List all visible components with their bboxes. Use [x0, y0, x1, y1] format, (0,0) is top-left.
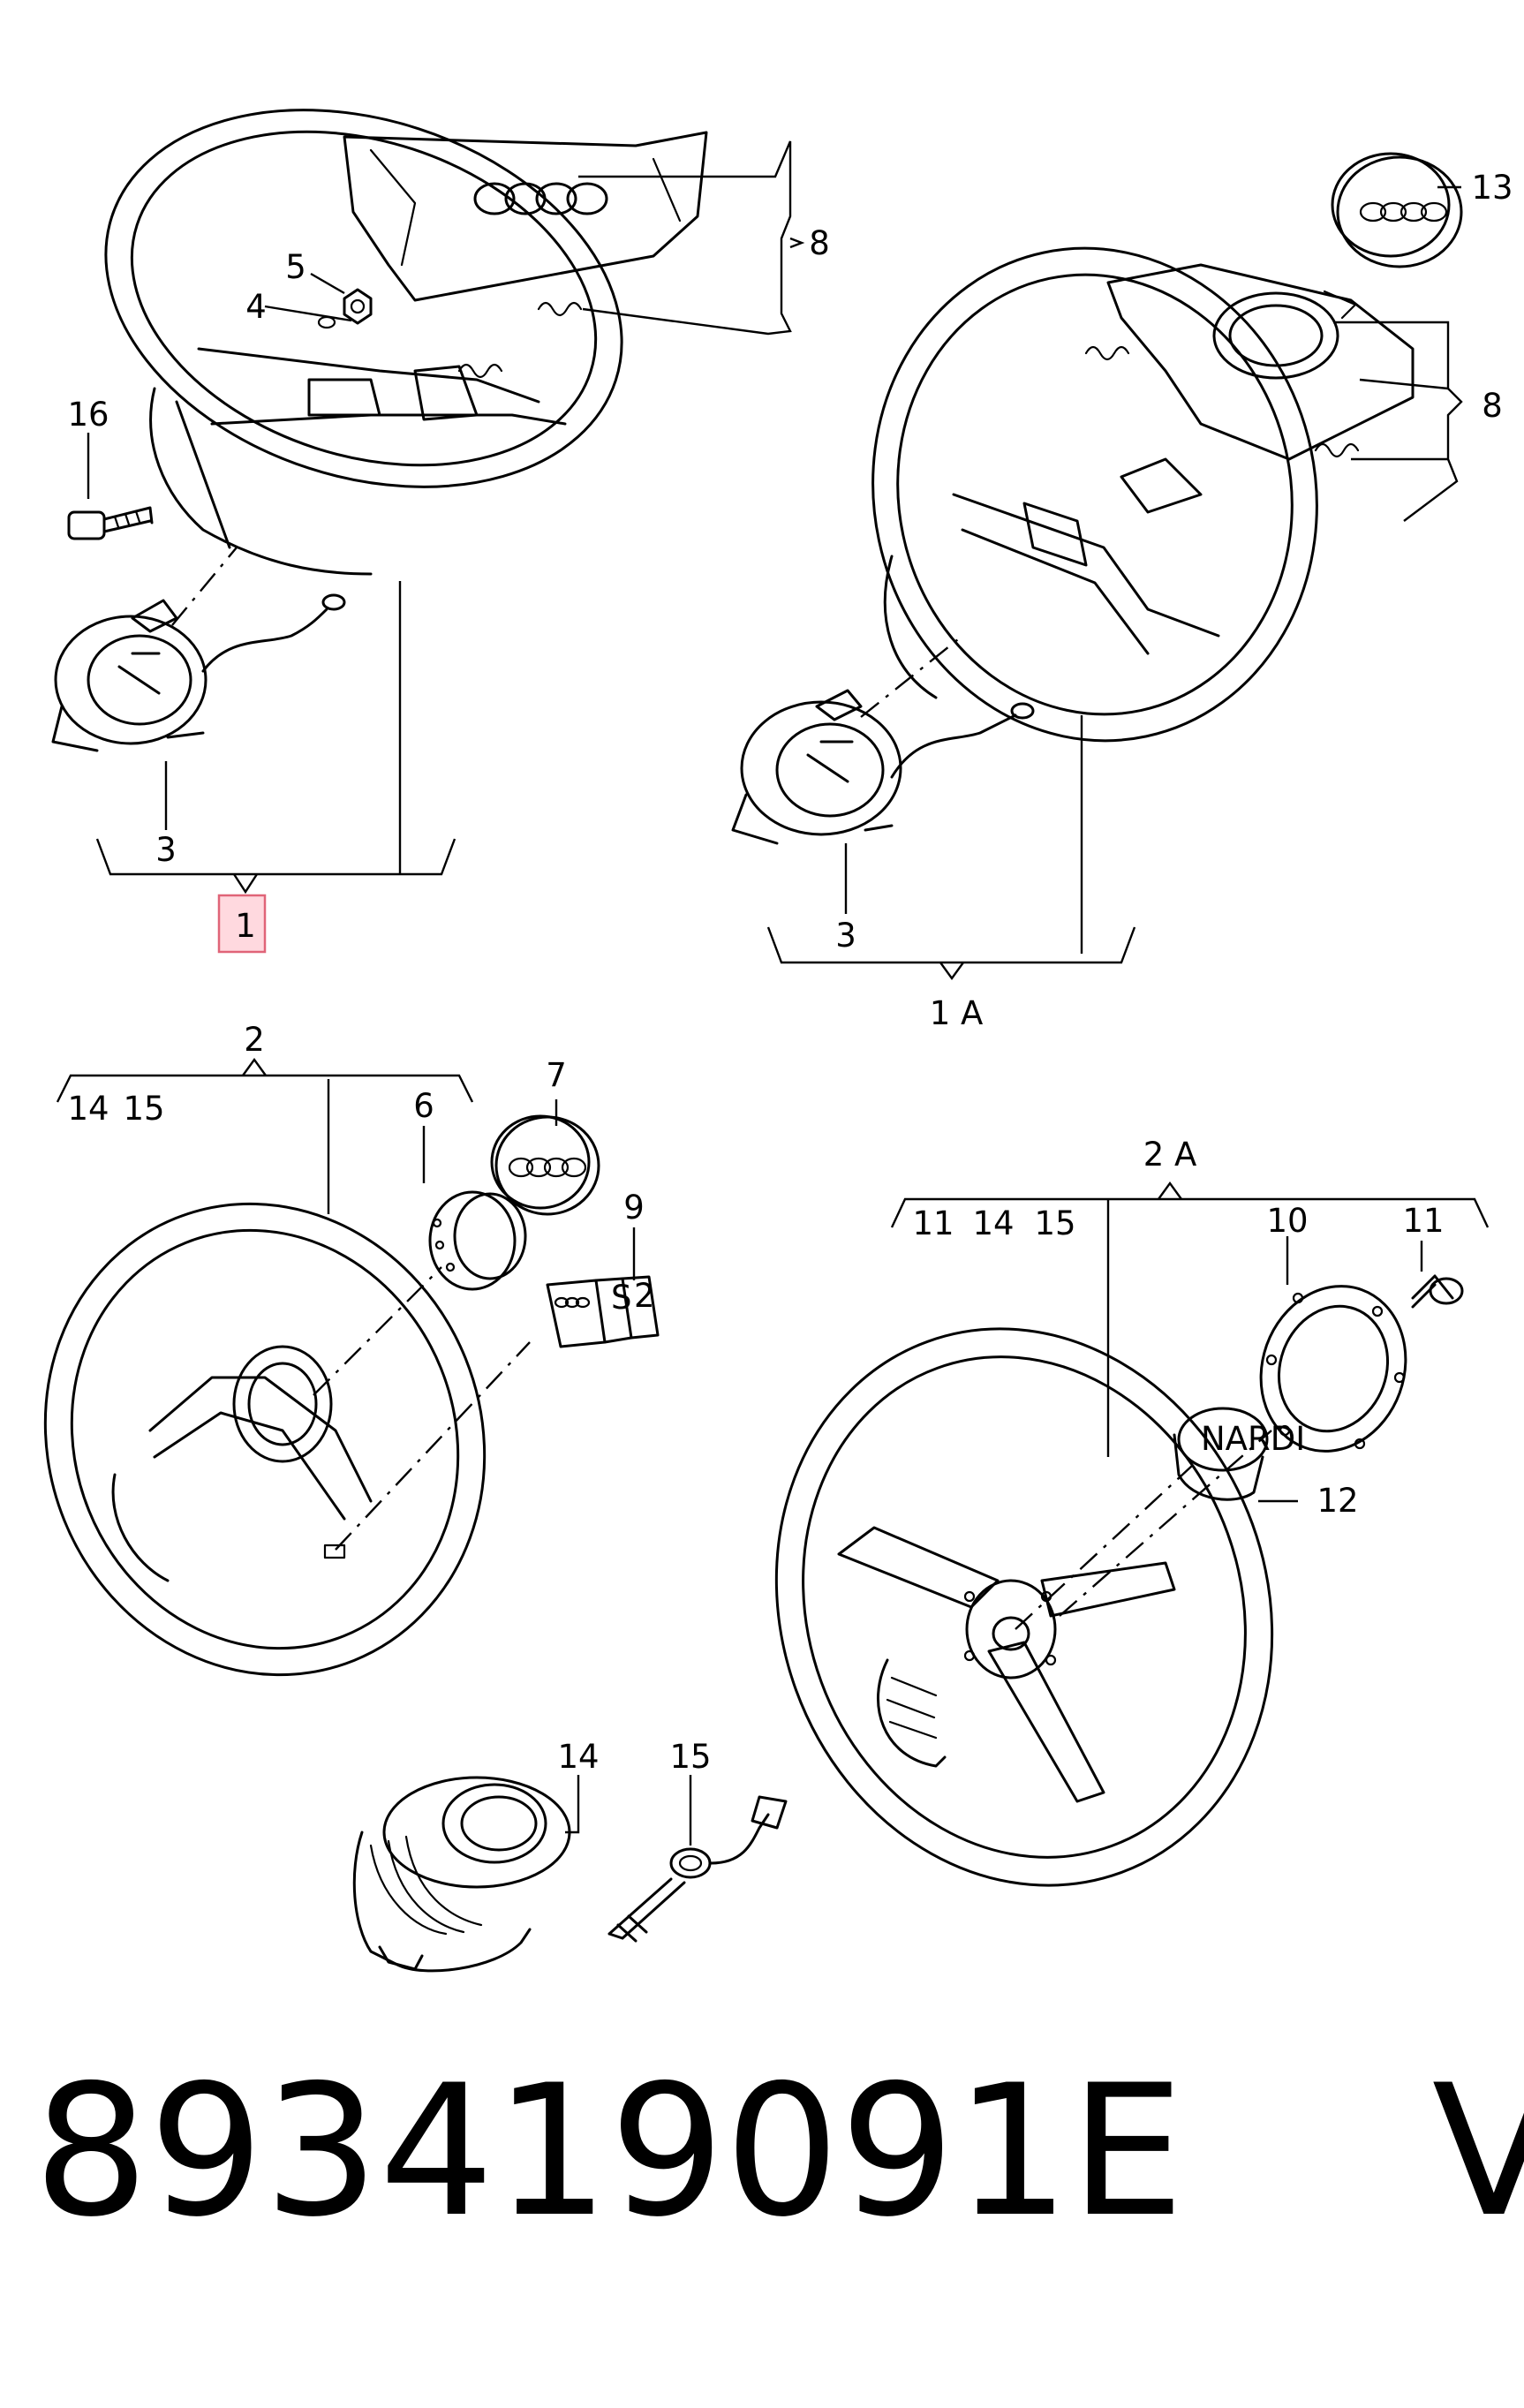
label-14b: 14: [972, 1204, 1014, 1242]
labels-group-1: 1 3 4 5 8 16: [67, 224, 829, 945]
label-3b: 3: [835, 917, 856, 955]
label-16: 16: [67, 396, 109, 434]
label-9: 9: [623, 1189, 645, 1227]
label-8b: 8: [1482, 387, 1503, 425]
label-13: 13: [1471, 169, 1513, 207]
decal-2: 2: [634, 1277, 655, 1315]
label-12: 12: [1317, 1482, 1358, 1520]
highlighted-part-box: [217, 894, 267, 954]
label-1a: 1 A: [930, 994, 984, 1032]
part-number: 893419091E: [34, 2047, 1185, 2257]
labels-group-2: 2 14 15 6 7 9: [67, 1021, 644, 1227]
label-2: 2: [244, 1021, 265, 1059]
steering-wheel-assembly-1a: [731, 152, 1463, 981]
label-15c: 15: [669, 1738, 711, 1776]
steering-wheel-assembly-2: S 2: [43, 1057, 660, 1677]
hub-adapter-and-contact: [352, 1775, 788, 1973]
label-11a: 11: [912, 1204, 954, 1242]
nardi-emblem-text: NARDI: [1201, 1420, 1305, 1458]
steering-wheel-assembly-2a: NARDI: [774, 1181, 1490, 1887]
label-10: 10: [1266, 1202, 1308, 1240]
labels-group-bottom: 14 15: [557, 1738, 711, 1776]
label-15a: 15: [123, 1090, 164, 1128]
label-1: 1: [235, 907, 256, 945]
brand-name: VAG: [1431, 2047, 1524, 2257]
footer-caption: 893419091E VAG: [34, 2047, 1524, 2257]
label-7: 7: [546, 1056, 567, 1094]
labels-group-2a: 2 A 11 14 15 10 11 12: [912, 1136, 1444, 1520]
steering-wheel-assembly-1: [51, 109, 805, 895]
labels-group-1a: 1 A 3 8 13: [835, 169, 1513, 1032]
label-14c: 14: [557, 1738, 599, 1776]
label-3a: 3: [155, 831, 177, 869]
label-2a: 2 A: [1143, 1136, 1197, 1174]
label-4: 4: [245, 288, 267, 326]
label-6: 6: [413, 1087, 434, 1125]
label-5: 5: [285, 248, 306, 286]
label-14a: 14: [67, 1090, 109, 1128]
decal-s: S: [611, 1279, 632, 1317]
label-15b: 15: [1034, 1204, 1075, 1242]
label-8a: 8: [809, 224, 830, 262]
label-11b: 11: [1402, 1202, 1444, 1240]
